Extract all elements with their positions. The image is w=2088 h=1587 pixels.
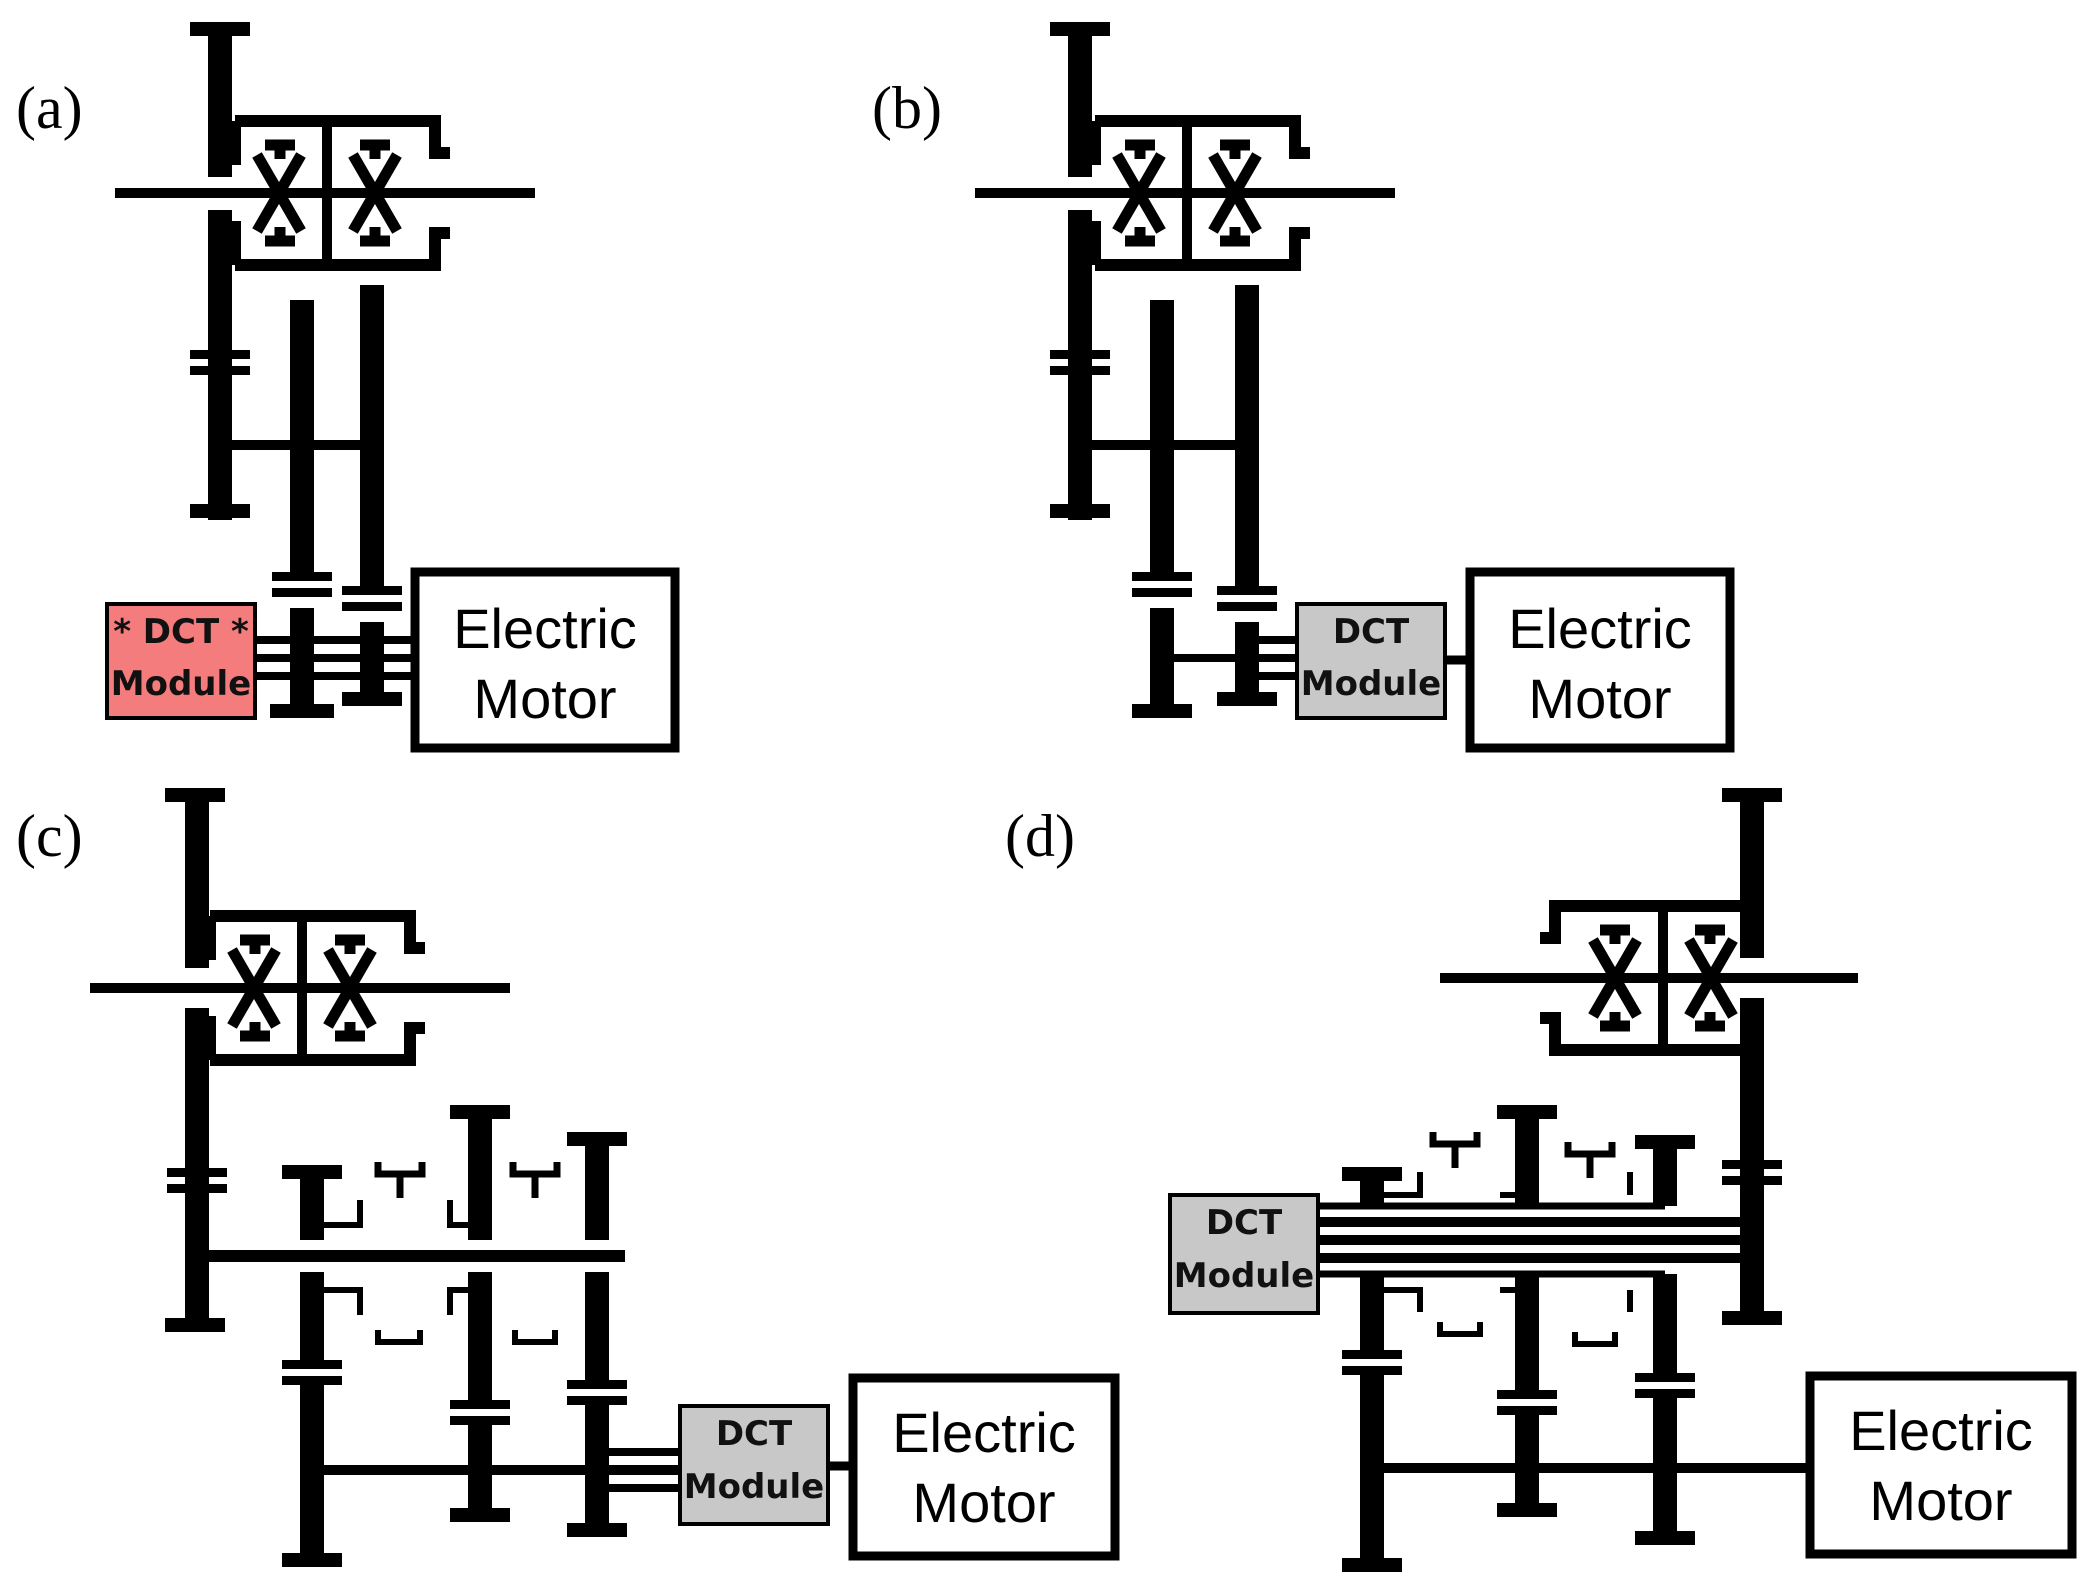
final-drive-gear (1068, 22, 1092, 177)
motor-label-1: Electric (453, 597, 637, 660)
dct-module (678, 1404, 830, 1526)
motor-label-2: Motor (473, 667, 616, 730)
synchronizer-icon (1433, 1132, 1477, 1168)
motor-label-1: Electric (1508, 597, 1692, 660)
panel-label: (d) (1005, 803, 1075, 869)
final-drive-gear (208, 22, 232, 177)
panel-c: (c) (16, 788, 1120, 1567)
module-label-2: Module (1174, 1256, 1314, 1296)
module-label-1: DCT (1333, 612, 1410, 652)
electric-motor (1465, 567, 1735, 753)
gear-icon (290, 300, 314, 580)
panel-b: (b) DCT Module Electric Motor (872, 22, 1735, 753)
module-label-1: DCT (716, 1414, 793, 1454)
synchronizer-icon (1568, 1142, 1612, 1178)
electric-motor (410, 567, 680, 753)
module-label-2: Module (1301, 664, 1441, 704)
panel-a: (a) * DCT * Module Electric Motor (16, 22, 680, 753)
module-label-2: Module (111, 664, 251, 704)
dct-module (105, 602, 257, 720)
motor-label-1: Electric (892, 1401, 1076, 1464)
panel-label: (b) (872, 75, 942, 141)
dct-module (1295, 602, 1447, 720)
electric-motor (1805, 1371, 2077, 1559)
gear-icon (360, 285, 384, 595)
gear-icon (1360, 1375, 1384, 1570)
gear-icon (1235, 285, 1259, 595)
motor-label-2: Motor (1528, 667, 1671, 730)
panel-label: (a) (16, 75, 83, 141)
module-label-1: DCT (1206, 1203, 1283, 1243)
panel-label: (c) (16, 803, 83, 869)
motor-label-1: Electric (1849, 1399, 2033, 1462)
synchronizer-icon (513, 1162, 557, 1198)
motor-label-2: Motor (912, 1471, 1055, 1534)
synchronizer-icon (378, 1162, 422, 1198)
module-label-1: * DCT * (113, 612, 249, 652)
dct-module (1168, 1193, 1320, 1315)
panel-d: (d) (1005, 788, 2077, 1572)
module-label-2: Module (684, 1467, 824, 1507)
motor-label-2: Motor (1869, 1469, 2012, 1532)
electric-motor (848, 1373, 1120, 1561)
gear-icon (1150, 300, 1174, 580)
gear-icon (300, 1385, 324, 1565)
